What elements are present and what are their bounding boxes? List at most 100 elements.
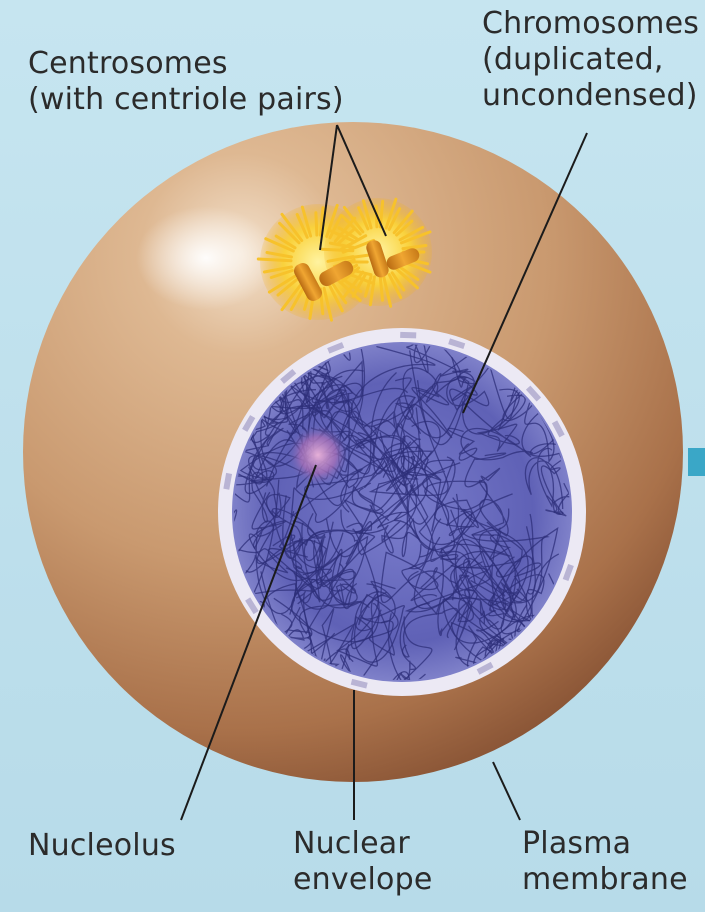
centrosome-spike: [278, 221, 301, 245]
chromatin-strand: [340, 487, 384, 534]
centrosome-spike: [368, 275, 376, 307]
centrosome-spike: [322, 286, 333, 322]
chromatin-strand: [365, 616, 433, 680]
centrosome-spike: [320, 247, 355, 253]
chromatin-strand: [394, 387, 453, 439]
chromatin-strand: [489, 526, 545, 612]
chromatin-strand: [272, 511, 303, 570]
label-chromosomes: Chromosomes (duplicated, uncondensed): [482, 6, 699, 114]
chromatin-strand: [447, 427, 478, 461]
centriole-pair-left: [294, 260, 354, 301]
chromatin-strand: [401, 544, 455, 615]
chromatin-strand: [290, 528, 380, 643]
leader-nucleolus: [180, 464, 317, 821]
centrosome-spike: [398, 225, 424, 242]
chromatin-strand: [354, 583, 396, 632]
leader-plasma-membrane: [492, 761, 521, 821]
label-nuclear-envelope-line-2: envelope: [293, 862, 433, 897]
leader-centrosome-right: [336, 124, 387, 237]
nuclear-pore: [562, 563, 574, 582]
nuclear-pore: [280, 368, 297, 384]
chromatin-strand: [310, 562, 355, 607]
chromatin-strand: [401, 462, 473, 558]
chromatin-strand: [425, 357, 469, 403]
chromatin-strand: [521, 364, 570, 463]
chromatin-strand: [476, 417, 520, 452]
chromatin-strand: [234, 425, 284, 503]
centrosome-spike: [274, 234, 297, 250]
chromatin-strand: [345, 504, 394, 565]
centrosome-spike: [280, 282, 304, 312]
centrosome-spike: [339, 266, 361, 285]
chromatin-strand: [446, 370, 490, 411]
centrosome-spike: [397, 264, 420, 281]
centrosome-spike: [276, 277, 299, 297]
nuclear-pore: [327, 342, 345, 354]
centrosome-spike: [328, 241, 355, 249]
leader-centrosome-left: [319, 124, 338, 251]
chromatin-strand: [471, 479, 509, 537]
label-centrosomes-line-1: Centrosomes: [28, 46, 228, 81]
centrosome-spike: [395, 267, 419, 290]
nuclear-pore: [350, 678, 368, 689]
label-plasma-membrane-line-1: Plasma: [522, 826, 632, 861]
centrosome-spike: [295, 213, 309, 239]
centrosome-spike: [363, 274, 373, 298]
centrosome-spike: [300, 205, 313, 238]
chromatin-strand: [457, 588, 486, 624]
chromatin-strand: [377, 448, 455, 532]
centrosome-spike: [267, 274, 297, 294]
chromatin-strand: [234, 520, 308, 601]
nucleolus: [288, 425, 348, 485]
centrosome-spike: [327, 228, 357, 244]
label-plasma-membrane-line-2: membrane: [522, 862, 688, 897]
label-chromosomes-line-3: uncondensed): [482, 78, 698, 113]
centrosome-spike: [401, 244, 428, 251]
chromatin-strand: [406, 350, 478, 446]
accent-stripe: [688, 448, 705, 476]
label-nuclear-envelope-line-1: Nuclear: [293, 826, 410, 861]
centrosome-spike: [351, 272, 368, 298]
centrosome-spike: [395, 219, 414, 237]
chromatin-strand: [489, 530, 523, 578]
centrosome-spike: [328, 284, 344, 313]
chromatin-strand: [339, 620, 411, 680]
label-plasma-membrane: Plasma membrane: [522, 826, 688, 898]
centrosome-spike: [387, 273, 403, 299]
chromatin-strand: [524, 447, 564, 510]
chromatin-strand: [245, 533, 328, 615]
chromatin-strand: [399, 602, 459, 658]
nuclear-pore: [400, 331, 417, 339]
centrosome-spike: [333, 216, 357, 243]
chromatin-strand: [297, 382, 347, 419]
centrosome-spike: [342, 206, 365, 234]
nuclear-pore: [448, 338, 466, 350]
chromatin-strand: [293, 549, 332, 603]
centrosome-spike: [361, 199, 373, 230]
centrosome-spike: [357, 206, 370, 231]
centrosome-spike: [289, 284, 307, 311]
chromatin-strand: [256, 510, 304, 565]
label-nuclear-envelope: Nuclear envelope: [293, 826, 432, 898]
centrosome-spike: [256, 257, 293, 263]
chromatin-strand: [540, 459, 567, 517]
chromatin-strand: [479, 601, 509, 650]
centrosome-spike: [328, 214, 343, 240]
centrosome-spike: [340, 214, 362, 236]
centrosome-spike: [400, 230, 432, 245]
centrosome-spike: [382, 275, 393, 308]
nuclear-pore: [476, 661, 494, 675]
chromatin-strand: [368, 380, 449, 497]
chromatin-strand: [289, 522, 364, 635]
centrosome-spike: [390, 271, 406, 292]
chromatin-strand: [248, 466, 278, 523]
chromatin-strand: [292, 512, 326, 553]
chromatin-strand: [476, 588, 532, 657]
chromatin-strand: [404, 539, 492, 621]
centrosome-spike: [392, 209, 414, 235]
centrosome-spike: [319, 206, 325, 237]
chromatin-strand: [553, 482, 570, 516]
chromatin-strand: [406, 344, 457, 374]
chromatin-strand: [351, 346, 436, 436]
label-centrosomes: Centrosomes (with centriole pairs): [28, 46, 344, 118]
